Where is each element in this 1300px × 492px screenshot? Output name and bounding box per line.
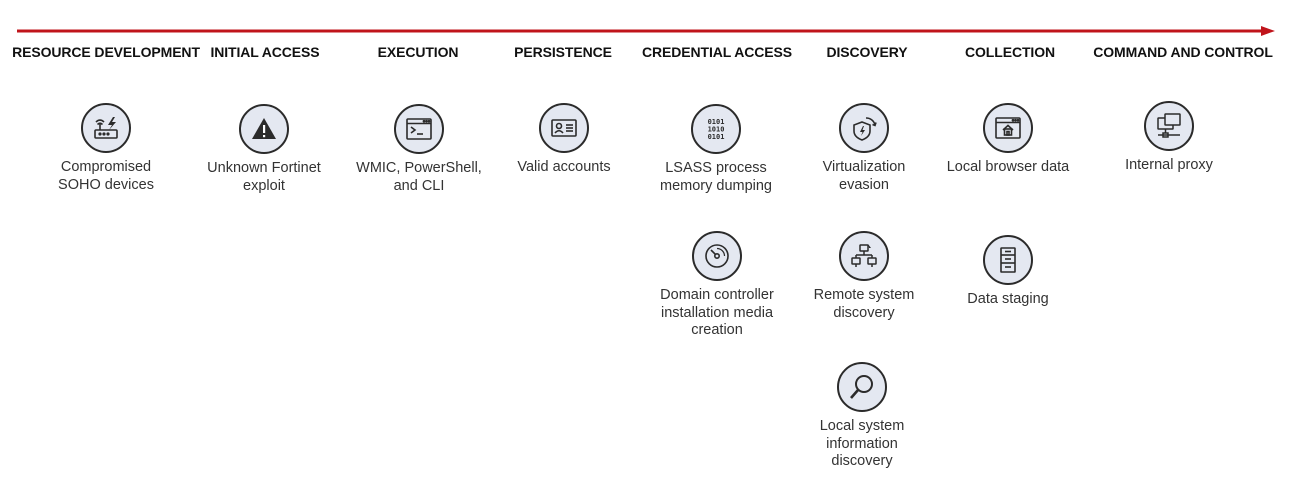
svg-text:0101: 0101 (708, 133, 725, 141)
technique-local-browser-data: Local browser data (928, 103, 1088, 177)
shield-icon (839, 103, 889, 153)
technique-data-staging: Data staging (928, 235, 1088, 309)
network-icon (839, 231, 889, 281)
technique-label: Data staging (967, 291, 1049, 307)
router-icon (81, 103, 131, 153)
tactic-heading-credential-access: CREDENTIAL ACCESS (642, 44, 792, 60)
proxy-icon (1144, 101, 1194, 151)
tactic-heading-persistence: PERSISTENCE (514, 44, 612, 60)
magnifier-icon (837, 362, 887, 412)
tactic-heading-command-and-control: COMMAND AND CONTROL (1093, 44, 1273, 60)
id-card-icon (539, 103, 589, 153)
warning-icon (239, 104, 289, 154)
technique-label: LSASS process memory dumping (659, 160, 772, 194)
technique-label: Unknown Fortinet exploit (207, 160, 321, 194)
tactic-heading-resource-development: RESOURCE DEVELOPMENT (12, 44, 200, 60)
terminal-icon (394, 104, 444, 154)
cabinet-icon (983, 235, 1033, 285)
technique-label: Valid accounts (517, 159, 611, 175)
technique-label: Local system information discovery (819, 418, 905, 469)
technique-label: Remote system discovery (813, 287, 915, 321)
tactic-heading-initial-access: INITIAL ACCESS (210, 44, 320, 60)
tactic-heading-execution: EXECUTION (377, 44, 459, 60)
technique-lsass-memory-dumping: 0101 1010 0101 LSASS process memory dump… (636, 104, 796, 195)
svg-text:1010: 1010 (708, 126, 725, 134)
technique-wmic-powershell-cli: WMIC, PowerShell, and CLI (339, 104, 499, 195)
technique-compromised-soho-devices: Compromised SOHO devices (26, 103, 186, 194)
technique-label: Virtualization evasion (822, 159, 906, 193)
svg-text:0101: 0101 (708, 118, 725, 126)
technique-remote-system-discovery: Remote system discovery (784, 231, 944, 322)
technique-label: Local browser data (946, 159, 1070, 175)
disc-icon (692, 231, 742, 281)
technique-domain-controller-media-creation: Domain controller installation media cre… (637, 231, 797, 340)
technique-label: Domain controller installation media cre… (660, 287, 774, 338)
binary-icon: 0101 1010 0101 (691, 104, 741, 154)
technique-label: WMIC, PowerShell, and CLI (356, 160, 482, 194)
technique-local-system-information-discovery: Local system information discovery (782, 362, 942, 471)
tactic-heading-collection: COLLECTION (965, 44, 1055, 60)
technique-valid-accounts: Valid accounts (484, 103, 644, 177)
technique-unknown-fortinet-exploit: Unknown Fortinet exploit (184, 104, 344, 195)
technique-internal-proxy: Internal proxy (1089, 101, 1249, 175)
technique-label: Compromised SOHO devices (58, 159, 154, 193)
technique-virtualization-evasion: Virtualization evasion (784, 103, 944, 194)
timeline-arrow (17, 26, 1275, 36)
tactic-heading-discovery: DISCOVERY (826, 44, 908, 60)
browser-icon (983, 103, 1033, 153)
technique-label: Internal proxy (1125, 157, 1213, 173)
